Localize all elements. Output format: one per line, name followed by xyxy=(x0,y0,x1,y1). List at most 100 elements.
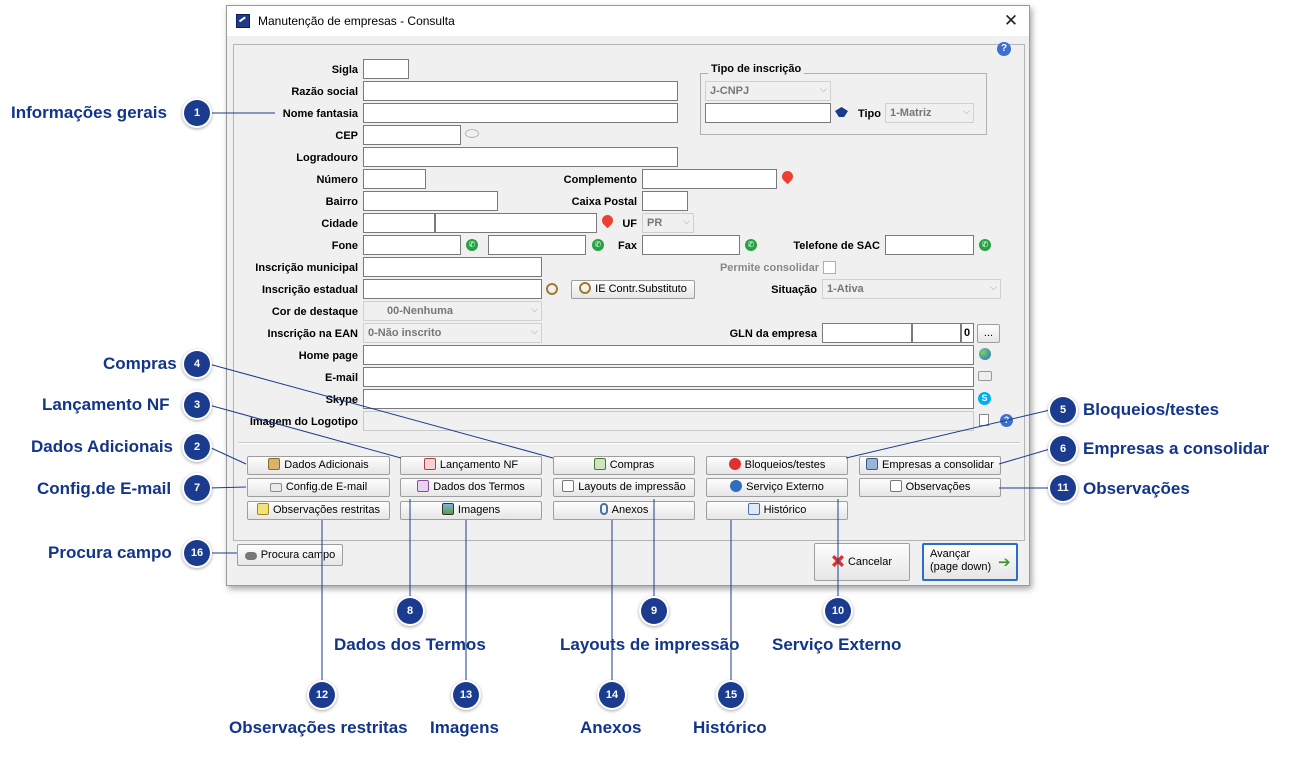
tipo-inscricao-value: J-CNPJ xyxy=(710,85,750,97)
numero-input[interactable] xyxy=(363,169,426,189)
close-icon[interactable]: ✕ xyxy=(1003,11,1019,30)
whatsapp-icon[interactable]: ✆ xyxy=(466,239,478,251)
help-icon[interactable]: ? xyxy=(1000,414,1013,427)
lancamento-nf-button[interactable]: Lançamento NF xyxy=(400,456,542,475)
uf-select[interactable]: PR⌵ xyxy=(642,213,694,233)
callout-label: Observações restritas xyxy=(229,718,408,737)
empresas-consolidar-button[interactable]: Empresas a consolidar xyxy=(859,456,1001,475)
inscricao-ean-select[interactable]: 0-Não inscrito⌵ xyxy=(363,323,542,343)
compras-button[interactable]: Compras xyxy=(553,456,695,475)
chevron-down-icon: ⌵ xyxy=(963,106,970,116)
fax-input[interactable] xyxy=(642,235,740,255)
config-email-button[interactable]: Config.de E-mail xyxy=(247,478,390,497)
cnpj-input[interactable] xyxy=(705,103,831,123)
document-icon[interactable] xyxy=(979,414,989,426)
inscricao-municipal-input[interactable] xyxy=(363,257,542,277)
bairro-input[interactable] xyxy=(363,191,498,211)
fone-input-2[interactable] xyxy=(488,235,586,255)
cancelar-button[interactable]: Cancelar xyxy=(814,543,910,581)
email-label: E-mail xyxy=(324,372,358,384)
email-input[interactable] xyxy=(363,367,974,387)
cidade-code-input[interactable] xyxy=(363,213,435,233)
globe-icon[interactable] xyxy=(979,348,991,360)
edit-document-icon xyxy=(417,480,430,492)
telefone-sac-label: Telefone de SAC xyxy=(793,240,880,252)
situacao-value: 1-Ativa xyxy=(827,283,864,295)
eagle-icon[interactable] xyxy=(835,107,848,117)
anexos-button[interactable]: Anexos xyxy=(553,501,695,520)
skype-input[interactable] xyxy=(363,389,974,409)
paperclip-icon xyxy=(599,503,608,515)
cep-input[interactable] xyxy=(363,125,461,145)
divider xyxy=(238,442,1020,444)
dados-adicionais-label: Dados Adicionais xyxy=(284,459,369,471)
logradouro-input[interactable] xyxy=(363,147,678,167)
cor-destaque-select[interactable]: 00-Nenhuma⌵ xyxy=(363,301,542,321)
cidade-name-input[interactable] xyxy=(435,213,597,233)
binoculars-icon xyxy=(244,552,257,560)
bloqueios-testes-button[interactable]: Bloqueios/testes xyxy=(706,456,848,475)
compras-label: Compras xyxy=(609,459,655,471)
tipo-inscricao-select[interactable]: J-CNPJ⌵ xyxy=(705,81,831,101)
tipo-select[interactable]: 1-Matriz⌵ xyxy=(885,103,974,123)
image-icon xyxy=(441,503,454,515)
complemento-input[interactable] xyxy=(642,169,777,189)
gln-input-1[interactable] xyxy=(822,323,912,343)
callout-label: Anexos xyxy=(580,718,642,737)
anexos-label: Anexos xyxy=(611,504,649,516)
situacao-select[interactable]: 1-Ativa⌵ xyxy=(822,279,1001,299)
callout-label: Imagens xyxy=(430,718,499,737)
imagem-logotipo-input[interactable] xyxy=(363,411,974,431)
gln-input-2[interactable] xyxy=(912,323,961,343)
razao-social-input[interactable] xyxy=(363,81,678,101)
observacoes-restritas-button[interactable]: Observações restritas xyxy=(247,501,390,520)
whatsapp-icon[interactable]: ✆ xyxy=(592,239,604,251)
historico-button[interactable]: Histórico xyxy=(706,501,848,520)
callout-label: Dados dos Termos xyxy=(334,635,486,654)
avancar-button[interactable]: Avançar (page down) ➔ xyxy=(922,543,1018,581)
inscricao-estadual-input[interactable] xyxy=(363,279,542,299)
permite-consolidar-checkbox[interactable] xyxy=(823,261,836,274)
fone-input-1[interactable] xyxy=(363,235,461,255)
caixa-postal-input[interactable] xyxy=(642,191,688,211)
document-icon xyxy=(889,480,902,492)
telefone-sac-input[interactable] xyxy=(885,235,974,255)
document-icon xyxy=(562,480,575,492)
nome-fantasia-input[interactable] xyxy=(363,103,678,123)
procura-campo-button[interactable]: Procura campo xyxy=(237,544,343,566)
whatsapp-icon[interactable]: ✆ xyxy=(745,239,757,251)
uf-label: UF xyxy=(622,218,637,230)
whatsapp-icon[interactable]: ✆ xyxy=(979,239,991,251)
cor-destaque-value: 00-Nenhuma xyxy=(387,305,454,317)
sigla-input[interactable] xyxy=(363,59,409,79)
gln-digit: 0 xyxy=(961,323,974,343)
inscricao-estadual-label: Inscrição estadual xyxy=(262,284,358,296)
historico-label: Histórico xyxy=(763,504,807,516)
imagens-button[interactable]: Imagens xyxy=(400,501,542,520)
eye-icon[interactable] xyxy=(465,129,479,138)
dados-adicionais-button[interactable]: Dados Adicionais xyxy=(247,456,390,475)
mail-icon[interactable] xyxy=(978,371,992,381)
dados-termos-button[interactable]: Dados dos Termos xyxy=(400,478,542,497)
layouts-impressao-button[interactable]: Layouts de impressão xyxy=(553,478,695,497)
tipo-inscricao-label: Tipo de inscrição xyxy=(708,63,805,75)
servico-externo-button[interactable]: Serviço Externo xyxy=(706,478,848,497)
bairro-label: Bairro xyxy=(325,196,358,208)
help-icon[interactable]: ? xyxy=(997,42,1011,56)
complemento-label: Complemento xyxy=(563,174,637,186)
inscricao-ean-value: 0-Não inscrito xyxy=(368,327,442,339)
observacoes-button[interactable]: Observações xyxy=(859,478,1001,497)
lock-document-icon xyxy=(257,503,269,515)
skype-icon[interactable]: S xyxy=(978,392,991,405)
callout-badge: 7 xyxy=(184,475,210,501)
razao-social-label: Razão social xyxy=(291,86,358,98)
dados-termos-label: Dados dos Termos xyxy=(433,481,525,493)
avancar-shortcut-label: (page down) xyxy=(930,561,992,573)
callout-label: Compras xyxy=(103,354,177,373)
gln-more-button[interactable]: ... xyxy=(977,324,1000,343)
map-pin-icon[interactable] xyxy=(599,212,616,229)
ie-contr-substituto-button[interactable]: IE Contr.Substituto xyxy=(571,280,695,299)
map-pin-icon[interactable] xyxy=(779,168,796,185)
home-page-input[interactable] xyxy=(363,345,974,365)
link-icon[interactable] xyxy=(546,283,558,295)
